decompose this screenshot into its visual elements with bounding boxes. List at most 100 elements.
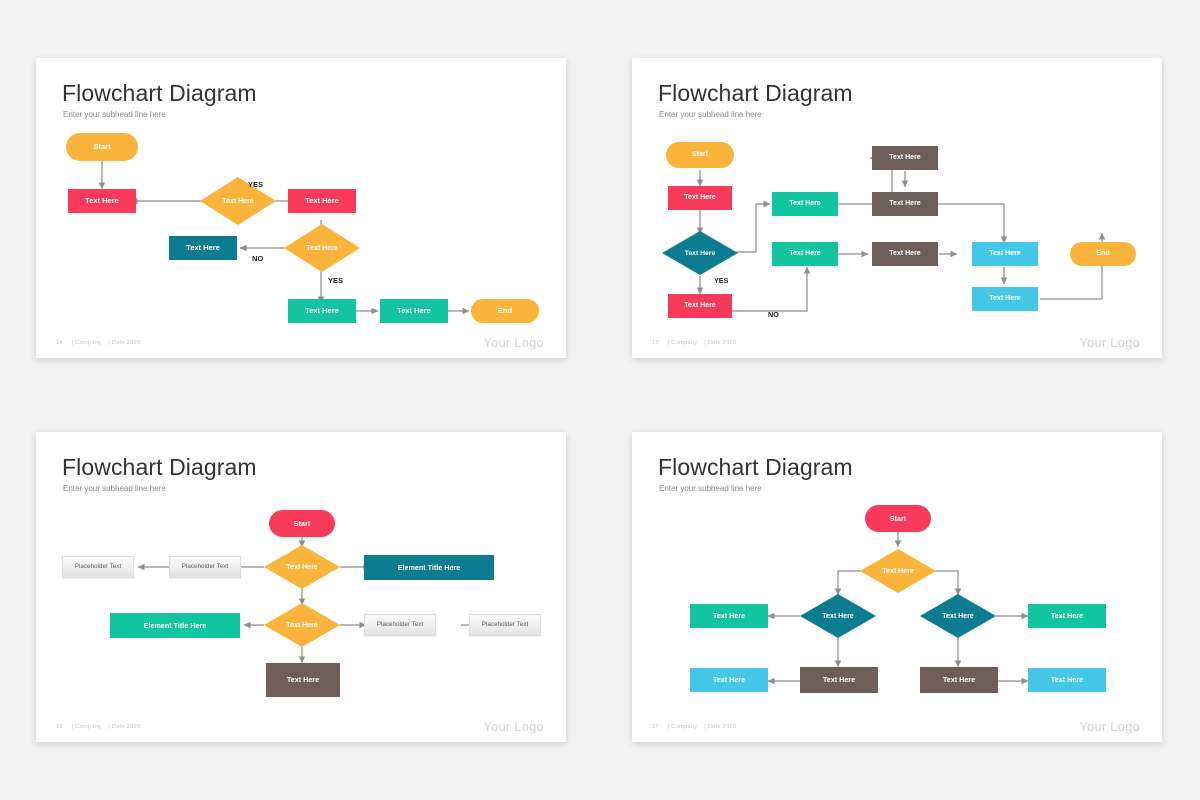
node-placeholder-3[interactable]: Placeholder Text bbox=[364, 614, 436, 636]
node-label: Placeholder Text bbox=[376, 620, 424, 628]
node-process-9[interactable]: Text Here bbox=[972, 287, 1038, 311]
node-leaf-right-bottom[interactable]: Text Here bbox=[1028, 668, 1106, 692]
node-label: Text Here bbox=[712, 675, 746, 685]
edge-label-no-1: NO bbox=[768, 310, 779, 319]
node-process-8[interactable]: Text Here bbox=[972, 242, 1038, 266]
slide-17[interactable]: Flowchart Diagram Enter your subhead lin… bbox=[632, 432, 1162, 742]
page-number: 16 bbox=[56, 724, 63, 730]
node-leaf-right-mid[interactable]: Text Here bbox=[920, 667, 998, 693]
node-process-5[interactable]: Text Here bbox=[380, 299, 448, 323]
node-start[interactable]: Start bbox=[66, 133, 138, 161]
node-element-title-1[interactable]: Element Title Here bbox=[364, 555, 494, 580]
node-label: Placeholder Text bbox=[181, 562, 229, 570]
node-process-4[interactable]: Text Here bbox=[772, 242, 838, 266]
node-label: Text Here bbox=[822, 612, 854, 620]
node-label: Text Here bbox=[286, 675, 320, 685]
node-decision-2[interactable]: Text Here bbox=[264, 603, 340, 647]
footer-company: | Company bbox=[667, 340, 698, 346]
node-process-2[interactable]: Text Here bbox=[668, 294, 732, 318]
node-start[interactable]: Start bbox=[666, 142, 734, 168]
node-label: Start bbox=[93, 142, 111, 152]
logo-placeholder: Your Logo bbox=[483, 335, 544, 350]
node-label: Placeholder Text bbox=[481, 620, 529, 628]
node-label: Text Here bbox=[286, 621, 318, 629]
node-decision-2[interactable]: Text Here bbox=[284, 224, 360, 272]
node-placeholder-2[interactable]: Placeholder Text bbox=[169, 556, 241, 578]
node-decision-root[interactable]: Text Here bbox=[860, 549, 936, 593]
slide-footer: 16 | Company | Date 2020 bbox=[56, 724, 140, 730]
node-decision-1[interactable]: Text Here bbox=[264, 545, 340, 589]
node-label: Text Here bbox=[712, 611, 746, 621]
node-label: Element Title Here bbox=[397, 562, 461, 572]
node-label: Text Here bbox=[989, 295, 1021, 303]
node-end[interactable]: End bbox=[471, 299, 539, 323]
page-subhead: Enter your subhead line here bbox=[659, 484, 762, 493]
footer-company: | Company bbox=[71, 724, 102, 730]
node-label: Text Here bbox=[306, 244, 338, 252]
logo-placeholder: Your Logo bbox=[1079, 335, 1140, 350]
node-process-3[interactable]: Text Here bbox=[772, 192, 838, 216]
page-title: Flowchart Diagram bbox=[658, 454, 853, 480]
page-title: Flowchart Diagram bbox=[62, 454, 257, 480]
node-decision-right[interactable]: Text Here bbox=[920, 594, 996, 638]
node-label: Text Here bbox=[684, 302, 716, 310]
node-leaf-left-top[interactable]: Text Here bbox=[690, 604, 768, 628]
logo-placeholder: Your Logo bbox=[483, 719, 544, 734]
node-leaf-left-mid[interactable]: Text Here bbox=[800, 667, 878, 693]
slide-16[interactable]: Flowchart Diagram Enter your subhead lin… bbox=[36, 432, 566, 742]
node-label: Text Here bbox=[989, 250, 1021, 258]
node-process-1[interactable]: Text Here bbox=[68, 189, 136, 213]
page-number: 14 bbox=[56, 340, 63, 346]
node-end[interactable]: End bbox=[1070, 242, 1136, 266]
slide-footer: 17 | Company | Date 2020 bbox=[652, 724, 736, 730]
node-label: Text Here bbox=[305, 306, 339, 316]
node-label: End bbox=[497, 306, 513, 316]
slide-15[interactable]: Flowchart Diagram Enter your subhead lin… bbox=[632, 58, 1162, 358]
edge-label-yes-1: YES bbox=[714, 276, 729, 285]
page-number: 15 bbox=[652, 340, 659, 346]
node-label: Text Here bbox=[222, 197, 254, 205]
footer-date: | Date 2020 bbox=[704, 724, 737, 730]
connector-layer-4 bbox=[767, 532, 1029, 685]
node-process-end[interactable]: Text Here bbox=[266, 663, 340, 697]
page-title: Flowchart Diagram bbox=[658, 80, 853, 106]
node-label: Text Here bbox=[942, 675, 976, 685]
node-label: Text Here bbox=[186, 243, 220, 253]
node-decision-1[interactable]: Text Here bbox=[662, 231, 738, 275]
node-leaf-left-bottom[interactable]: Text Here bbox=[690, 668, 768, 692]
node-label: End bbox=[1096, 250, 1110, 258]
node-label: Start bbox=[692, 151, 708, 159]
node-placeholder-4[interactable]: Placeholder Text bbox=[469, 614, 541, 636]
node-process-5[interactable]: Text Here bbox=[872, 146, 938, 170]
node-start[interactable]: Start bbox=[865, 505, 931, 532]
page-title: Flowchart Diagram bbox=[62, 80, 257, 106]
node-label: Text Here bbox=[789, 200, 821, 208]
node-label: Text Here bbox=[889, 154, 921, 162]
node-label: Text Here bbox=[889, 250, 921, 258]
node-decision-1[interactable]: Text Here bbox=[200, 177, 276, 225]
slide-footer: 15 | Company | Date 2020 bbox=[652, 340, 736, 346]
edge-label-yes-1: YES bbox=[248, 180, 264, 189]
logo-placeholder: Your Logo bbox=[1079, 719, 1140, 734]
page-subhead: Enter your subhead line here bbox=[63, 484, 166, 493]
node-process-6[interactable]: Text Here bbox=[872, 192, 938, 216]
node-placeholder-1[interactable]: Placeholder Text bbox=[62, 556, 134, 578]
node-process-7[interactable]: Text Here bbox=[872, 242, 938, 266]
node-process-2[interactable]: Text Here bbox=[288, 189, 356, 213]
node-label: Text Here bbox=[684, 194, 716, 202]
node-process-3[interactable]: Text Here bbox=[169, 236, 237, 260]
edge-label-no-1: NO bbox=[252, 254, 264, 263]
node-label: Text Here bbox=[889, 200, 921, 208]
slide-14[interactable]: Flowchart Diagram Enter your subhead lin… bbox=[36, 58, 566, 358]
node-start[interactable]: Start bbox=[269, 510, 335, 537]
node-element-title-2[interactable]: Element Title Here bbox=[110, 613, 240, 638]
node-label: Text Here bbox=[942, 612, 974, 620]
node-process-4[interactable]: Text Here bbox=[288, 299, 356, 323]
node-label: Text Here bbox=[397, 306, 431, 316]
node-decision-left[interactable]: Text Here bbox=[800, 594, 876, 638]
node-process-1[interactable]: Text Here bbox=[668, 186, 732, 210]
slide-footer: 14 | Company | Date 2020 bbox=[56, 340, 140, 346]
node-leaf-right-top[interactable]: Text Here bbox=[1028, 604, 1106, 628]
node-label: Placeholder Text bbox=[74, 562, 122, 570]
